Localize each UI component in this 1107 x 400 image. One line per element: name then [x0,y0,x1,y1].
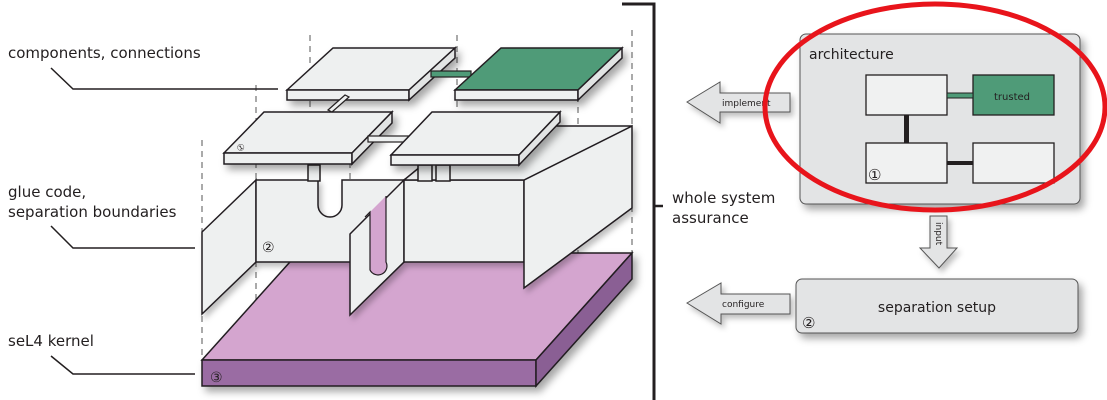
implement-label: implement [722,99,771,109]
arch-box-bottom-right [972,142,1055,184]
label-separation-boundaries: separation boundaries [8,203,177,221]
separation-setup-panel: separation setup ② [795,278,1079,334]
label-assurance: assurance [672,209,749,227]
configure-arrow [686,282,791,325]
configure-label: configure [722,300,765,310]
connector-trusted [430,70,472,78]
marker-two: ② [262,240,275,256]
assurance-bracket [622,2,663,400]
label-whole-system: whole system [672,189,775,207]
implement-arrow [686,81,791,124]
plate-stems [307,164,451,182]
arch-horizontal-connector [947,161,973,165]
marker-one-plate: ① [236,142,248,154]
separation-setup-title: separation setup [878,300,996,316]
label-glue-code: glue code, [8,183,86,201]
arch-box-top-left [865,74,948,116]
trusted-plate [453,46,624,102]
component-plate-top [285,46,457,102]
connector-slanted [326,94,351,113]
input-label: input [933,222,943,246]
component-plate-2 [389,110,562,167]
sel4-kernel-slab [200,251,634,388]
highlight-ellipse [762,1,1107,213]
trusted-label: trusted [994,92,1030,103]
label-sel4-kernel: seL4 kernel [8,332,94,350]
component-plate-1 [222,110,394,166]
arch-trusted-connector [946,92,974,99]
separation-marker-two: ② [802,314,815,332]
leader-lines [50,67,278,375]
arch-marker-one: ① [868,166,881,184]
isometric-illustration: ③ ② ① [50,30,634,388]
architecture-panel: architecture trusted ① [799,33,1081,205]
arch-vertical-connector [904,115,909,143]
label-components-connections: components, connections [8,44,201,62]
marker-three: ③ [210,370,223,386]
input-arrow [918,215,959,269]
arch-box-component-1 [865,142,948,184]
architecture-title: architecture [809,47,894,63]
